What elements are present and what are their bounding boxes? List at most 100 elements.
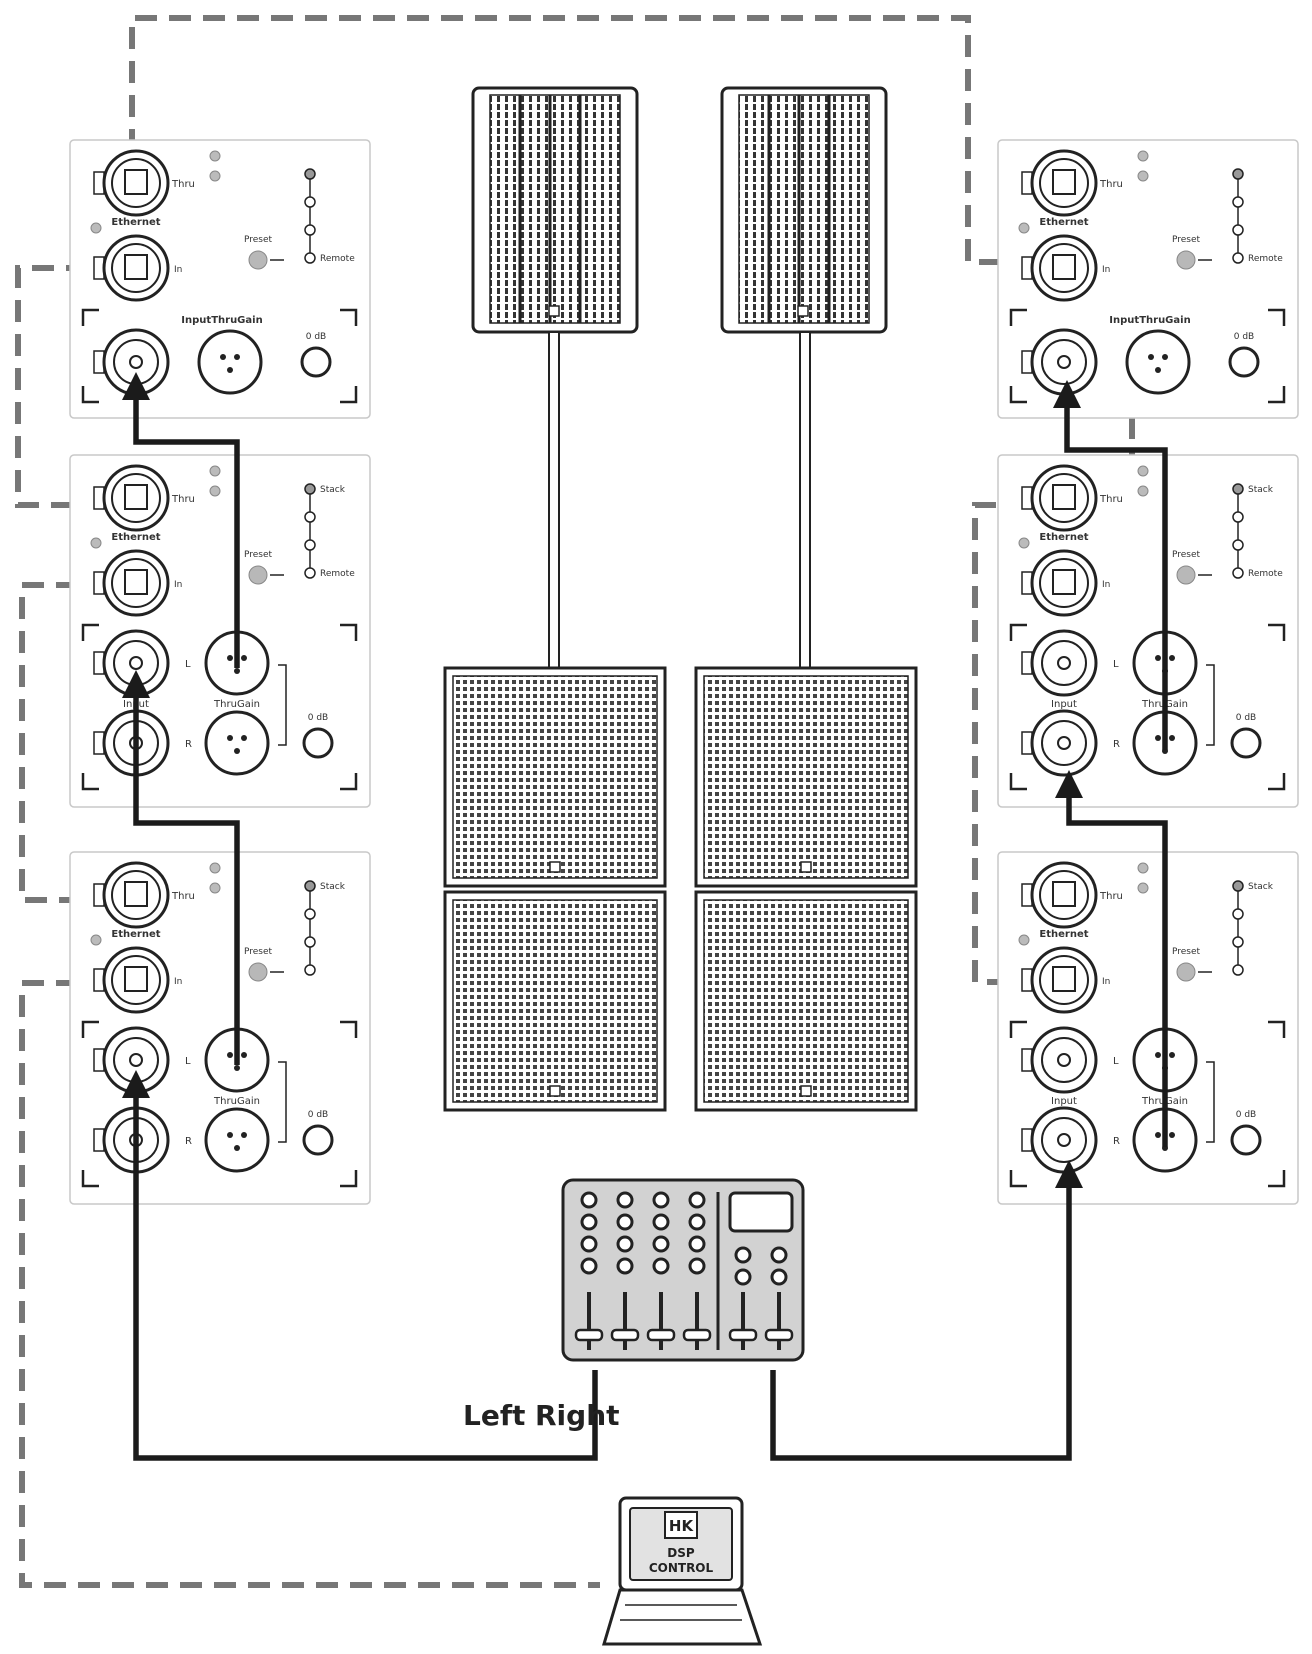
panel-right-top: ThruEthernetInPresetRemoteInputThruGain0… <box>997 139 1299 419</box>
r-label: R <box>1113 1136 1120 1147</box>
ethernet-in-jack <box>93 234 170 302</box>
preset-option: Remote <box>320 254 355 264</box>
ethernet-thru-jack <box>1021 149 1098 217</box>
gain-value: 0 dB <box>1236 1110 1256 1120</box>
cable-right-bot-to-mid <box>1066 790 1168 1147</box>
preset-button <box>1176 565 1196 585</box>
preset-button <box>248 250 268 270</box>
preset-label: Preset <box>1172 235 1201 245</box>
right-speaker-pole <box>799 331 811 669</box>
in-label: In <box>1102 265 1110 275</box>
cable-right-mid-to-top <box>1064 400 1168 750</box>
mixer-display <box>728 1191 794 1233</box>
amplifier-panels: ThruEthernetInPresetRemoteInputThruGain0… <box>69 139 1299 1205</box>
in-label: In <box>1102 580 1110 590</box>
input-label: Input <box>1051 699 1077 710</box>
mixer-faders <box>574 1292 794 1350</box>
cable-left-bot-to-mid <box>133 690 240 1065</box>
r-label: R <box>185 1136 192 1147</box>
network-line-left-2 <box>19 582 112 903</box>
ethernet-label: Ethernet <box>1039 217 1088 228</box>
panel-left-top: ThruEthernetInPresetRemoteInputThruGain0… <box>69 139 371 419</box>
input-combo-jack-l <box>1021 1026 1098 1094</box>
input-combo-jack <box>93 328 170 396</box>
in-label: In <box>174 265 182 275</box>
mixer-fader-cap <box>728 1328 758 1342</box>
in-label: In <box>1102 977 1110 987</box>
preset-label: Preset <box>244 947 273 957</box>
mixer-fader-cap <box>574 1328 604 1342</box>
gain-value: 0 dB <box>1234 332 1254 342</box>
thru-label: Thru <box>1099 179 1123 190</box>
mixer-fader-cap <box>682 1328 712 1342</box>
mixer-knob <box>580 1191 598 1209</box>
ethernet-in-jack <box>93 549 170 617</box>
thru-xlr-jack-r <box>204 710 270 776</box>
laptop-keyboard <box>601 1588 763 1646</box>
thru-label: Thru <box>171 891 195 902</box>
mixer-knob <box>616 1191 634 1209</box>
input-label: Input <box>1051 1096 1077 1107</box>
gain-value: 0 dB <box>1236 713 1256 723</box>
gain-value: 0 dB <box>306 332 326 342</box>
l-label: L <box>1113 659 1119 670</box>
mixer-knob <box>616 1235 634 1253</box>
mixer-knob <box>770 1268 788 1286</box>
laptop: HK DSP CONTROL <box>601 1496 763 1646</box>
mixer-knob <box>688 1213 706 1231</box>
arrow-right-top-input <box>1053 380 1081 408</box>
right-sub-upper <box>694 666 918 888</box>
gain-knob <box>1230 727 1262 759</box>
ethernet-in-jack <box>1021 946 1098 1014</box>
l-label: L <box>185 1056 191 1067</box>
thru-label: Thru <box>1099 891 1123 902</box>
preset-option: Remote <box>1248 254 1283 264</box>
gain-knob <box>1230 1124 1262 1156</box>
preset-option: Stack <box>320 882 346 892</box>
right-top-speaker <box>720 86 888 334</box>
r-label: R <box>1113 739 1120 750</box>
preset-button <box>1176 962 1196 982</box>
io-label: InputThruGain <box>181 315 262 326</box>
network-line-left-3 <box>19 980 600 1588</box>
l-label: L <box>185 659 191 670</box>
label-right: Right <box>535 1399 620 1432</box>
input-combo-jack-l <box>1021 629 1098 697</box>
gain-value: 0 dB <box>308 713 328 723</box>
gain-knob <box>302 727 334 759</box>
arrow-left-top-input <box>122 372 150 400</box>
mixer-knob <box>770 1246 788 1264</box>
audio-cables <box>133 392 1168 1461</box>
arrow-left-bot-input <box>122 1070 150 1098</box>
mixer-knob <box>734 1246 752 1264</box>
ethernet-thru-jack <box>93 149 170 217</box>
thru-xlr-jack <box>197 329 263 395</box>
mixer-knob <box>580 1257 598 1275</box>
thru-label: Thru <box>171 179 195 190</box>
laptop-screen-line1: DSP <box>667 1546 695 1560</box>
preset-option: Stack <box>1248 485 1274 495</box>
cable-mixer-left <box>133 1090 598 1461</box>
input-combo-jack-l <box>93 1026 170 1094</box>
input-combo-jack-r <box>1021 709 1098 777</box>
left-top-speaker <box>471 86 639 334</box>
in-label: In <box>174 580 182 590</box>
preset-option: Remote <box>320 569 355 579</box>
preset-label: Preset <box>244 235 273 245</box>
thru-xlr-jack <box>1125 329 1191 395</box>
preset-option: Stack <box>320 485 346 495</box>
ethernet-label: Ethernet <box>1039 929 1088 940</box>
mixer-knob <box>688 1235 706 1253</box>
thru-label: Thru <box>1099 494 1123 505</box>
preset-option: Stack <box>1248 882 1274 892</box>
preset-button <box>248 962 268 982</box>
ethernet-label: Ethernet <box>111 929 160 940</box>
arrow-left-mid-input <box>122 670 150 698</box>
mixer-fader-cap <box>610 1328 640 1342</box>
left-sub-lower <box>443 890 667 1112</box>
ethernet-in-jack <box>93 946 170 1014</box>
input-combo-jack-r <box>1021 1106 1098 1174</box>
ethernet-thru-jack <box>93 464 170 532</box>
label-left: Left <box>463 1399 525 1432</box>
